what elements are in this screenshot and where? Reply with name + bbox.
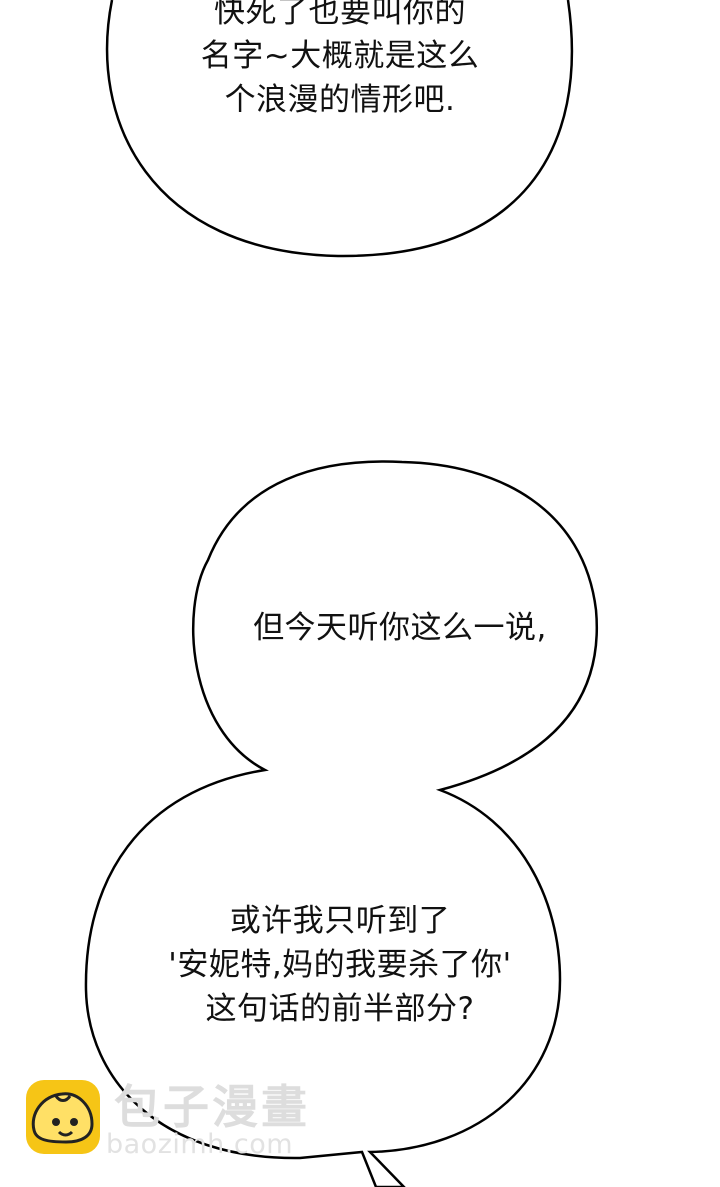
bun-logo-icon	[26, 1080, 100, 1154]
speech-line: 快死了也要叫你的	[214, 0, 466, 30]
speech-text-1: 快死了也要叫你的 名字~大概就是这么 个浪漫的情形吧.	[160, 0, 520, 122]
speech-line: 名字~大概就是这么	[200, 38, 480, 74]
speech-line: 但今天听你这么一说,	[253, 610, 547, 646]
watermark-domain: baozimh.com	[106, 1129, 294, 1160]
speech-text-2: 但今天听你这么一说,	[200, 606, 600, 650]
speech-line: 这句话的前半部分?	[205, 991, 475, 1027]
speech-line: '安妮特,妈的我要杀了你'	[168, 947, 512, 983]
watermark: 包子漫畫 baozimh.com	[26, 1080, 326, 1170]
speech-line: 个浪漫的情形吧.	[224, 82, 456, 118]
speech-bubble-2	[84, 460, 599, 1187]
speech-text-3: 或许我只听到了 '安妮特,妈的我要杀了你' 这句话的前半部分?	[110, 899, 570, 1031]
speech-bubble-1	[105, 0, 574, 258]
speech-line: 或许我只听到了	[229, 903, 451, 939]
watermark-name: 包子漫畫	[114, 1080, 310, 1134]
